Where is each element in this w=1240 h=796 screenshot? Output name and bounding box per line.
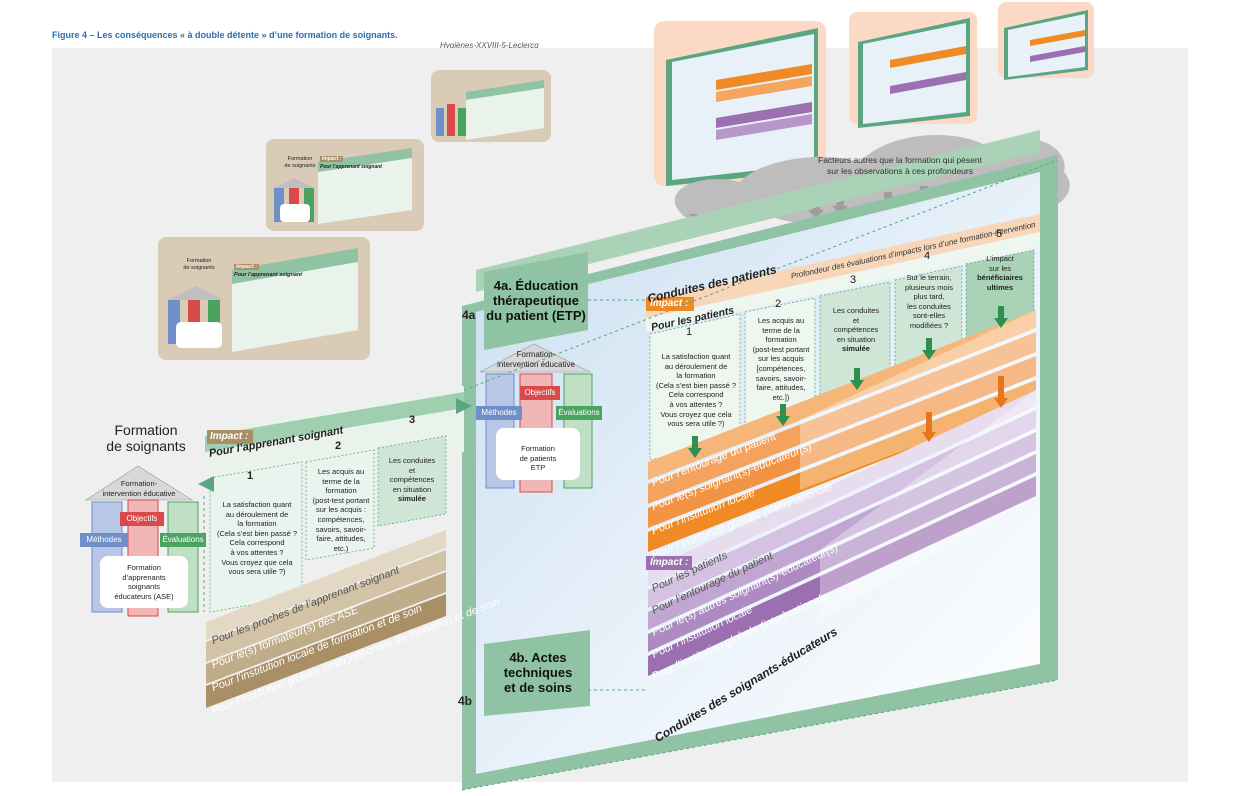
etp-col3-num: 3	[850, 274, 857, 286]
left-objectifs-label: Objectifs	[126, 514, 158, 523]
actes-title-box	[484, 630, 590, 716]
etp-impact-tag: Impact :	[650, 298, 689, 309]
cloud-caption: Facteurs autres que la formation qui pès…	[818, 155, 982, 176]
thumb3-impact: Impact :	[234, 264, 260, 270]
label-4b: 4b	[458, 694, 473, 708]
thumb3-pour: Pour l’apprenant soignant	[234, 272, 303, 278]
etp-col4-num: 4	[924, 250, 931, 262]
purple-impact-tag: Impact :	[650, 557, 689, 568]
etp-objectifs-label: Objectifs	[524, 388, 556, 397]
left-evaluations-label: Évaluations	[162, 535, 204, 544]
etp-house-title: Formation-intervention éducative	[497, 350, 575, 369]
thumb2-impact: Impact :	[320, 156, 344, 162]
left-col3-num: 3	[408, 414, 416, 426]
figure-credit: Hygiènes-XXVIII-5-Leclercq	[440, 41, 539, 50]
etp-col5-num: 5	[996, 228, 1003, 240]
etp-col2-num: 2	[775, 298, 782, 310]
left-col2-num: 2	[334, 440, 342, 452]
thumb2-pour: Pour l’apprenant soignant	[320, 164, 382, 170]
etp-evaluations-label: Évaluations	[558, 408, 600, 417]
etp-col1-num: 1	[686, 326, 693, 338]
etp-methodes-label: Méthodes	[481, 408, 517, 417]
left-heading: Formation de soignants	[106, 422, 186, 454]
left-impact-tag: Impact :	[210, 431, 249, 442]
figure-title: Figure 4 – Les conséquences « à double d…	[52, 30, 398, 40]
left-house-title: Formation- intervention éducative	[102, 479, 176, 498]
etp-title-box	[484, 252, 588, 350]
left-methodes-label: Méthodes	[86, 535, 122, 544]
label-4a: 4a	[462, 308, 476, 322]
left-col1-num: 1	[246, 470, 254, 482]
